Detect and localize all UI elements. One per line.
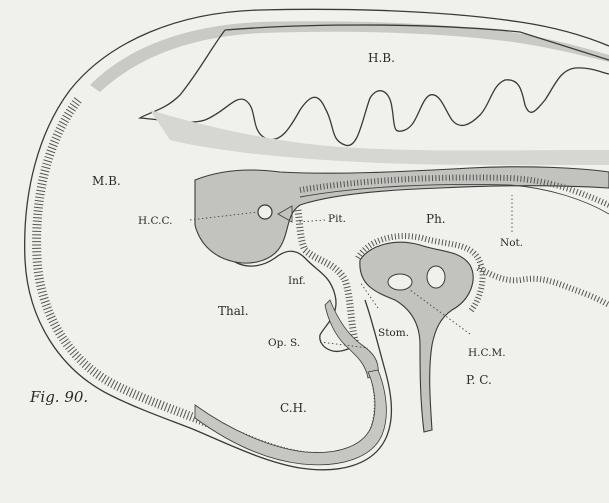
hcc-vesicle <box>258 205 272 219</box>
label-not: Not. <box>500 237 523 249</box>
figure-caption: Fig. 90. <box>29 388 88 406</box>
hind-brain-stipple <box>150 110 609 165</box>
label-ph: Ph. <box>426 212 446 226</box>
label-pit: Pit. <box>328 213 346 225</box>
label-inf: Inf. <box>288 275 306 287</box>
cerebral-hemisphere-wall <box>195 370 386 465</box>
label-mb: M.B. <box>92 174 121 188</box>
pharynx-pocket <box>427 266 445 288</box>
label-pc: P. C. <box>466 373 492 387</box>
optic-stalk-shade <box>325 300 378 378</box>
label-ch: C.H. <box>280 401 307 415</box>
label-thal: Thal. <box>218 304 249 318</box>
label-hcc: H.C.C. <box>138 215 173 227</box>
label-ops: Op. S. <box>268 337 300 349</box>
outer-shaded-layer <box>90 21 609 92</box>
label-hb: H.B. <box>368 51 395 65</box>
label-hcm: H.C.M. <box>468 347 506 359</box>
hcm-cavity <box>388 274 412 290</box>
label-stom: Stom. <box>378 327 409 339</box>
